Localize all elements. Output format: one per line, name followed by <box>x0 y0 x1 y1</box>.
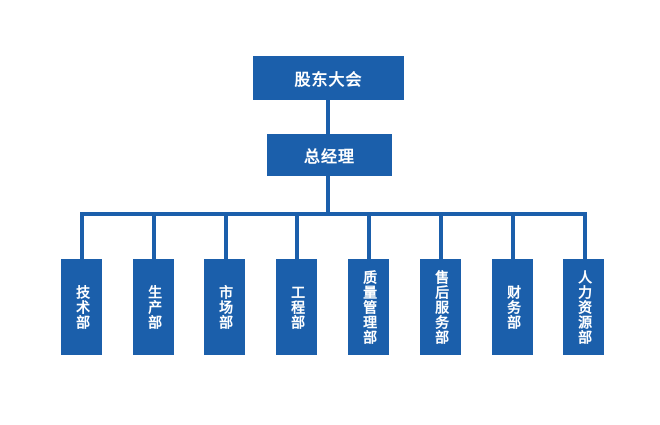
connector-leg-1 <box>80 212 84 259</box>
org-node-marketing-department[interactable]: 市场部 <box>204 259 245 355</box>
connector-leg-2 <box>152 212 156 259</box>
org-node-production-department[interactable]: 生产部 <box>133 259 174 355</box>
org-node-general-manager[interactable]: 总经理 <box>267 134 392 176</box>
connector-leg-4 <box>295 212 299 259</box>
connector-root-to-manager <box>326 100 330 134</box>
org-node-quality-management-department[interactable]: 质量管理部 <box>348 259 389 355</box>
org-node-technology-department[interactable]: 技术部 <box>61 259 102 355</box>
org-node-finance-department[interactable]: 财务部 <box>492 259 533 355</box>
connector-leg-5 <box>367 212 371 259</box>
org-node-engineering-department[interactable]: 工程部 <box>276 259 317 355</box>
org-node-human-resources-department[interactable]: 人力资源部 <box>563 259 604 355</box>
connector-horizontal-bus <box>80 212 587 216</box>
connector-leg-3 <box>224 212 228 259</box>
connector-leg-7 <box>511 212 515 259</box>
connector-manager-to-bus <box>326 176 330 216</box>
connector-leg-6 <box>439 212 443 259</box>
connector-leg-8 <box>583 212 587 259</box>
org-node-after-sales-service-department[interactable]: 售后服务部 <box>420 259 461 355</box>
org-node-shareholders-meeting[interactable]: 股东大会 <box>253 56 404 100</box>
